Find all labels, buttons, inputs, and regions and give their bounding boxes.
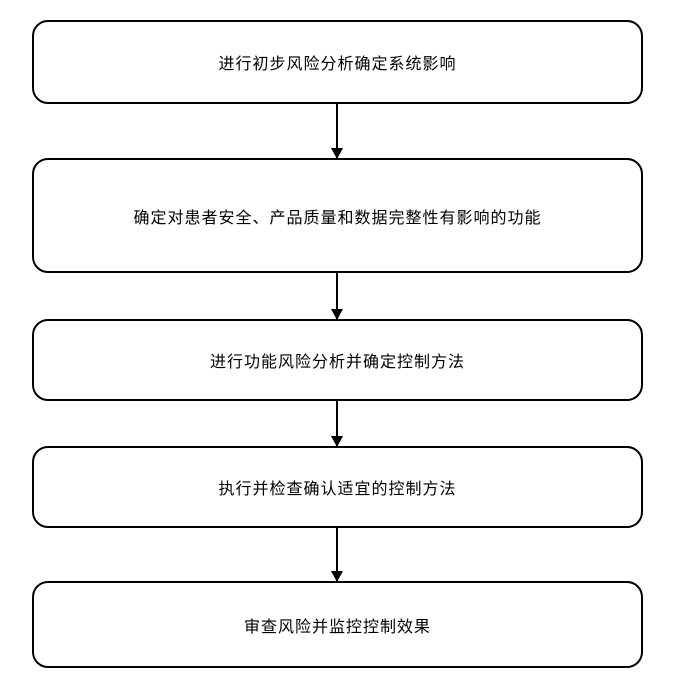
flowchart-node-implement-verify-controls: 执行并检查确认适宜的控制方法 <box>32 446 643 528</box>
arrow-down-icon <box>331 273 343 320</box>
flowchart-node-review-risks-monitor-controls: 审查风险并监控控制效果 <box>32 581 643 668</box>
node-label: 进行初步风险分析确定系统影响 <box>218 54 457 73</box>
node-label: 审查风险并监控控制效果 <box>243 616 431 636</box>
flowchart-node-preliminary-risk-analysis: 进行初步风险分析确定系统影响 <box>32 20 643 104</box>
node-label: 确定对患者安全、产品质量和数据完整性有影响的功能 <box>133 207 542 227</box>
flowchart-node-functional-risk-analysis: 进行功能风险分析并确定控制方法 <box>32 319 643 401</box>
arrow-down-icon <box>331 104 343 159</box>
flowchart-node-determine-impacted-functions: 确定对患者安全、产品质量和数据完整性有影响的功能 <box>32 158 643 273</box>
arrow-down-icon <box>331 528 343 582</box>
arrow-down-icon <box>331 401 343 447</box>
node-label: 进行功能风险分析并确定控制方法 <box>209 352 465 371</box>
node-label: 执行并检查确认适宜的控制方法 <box>218 479 457 498</box>
